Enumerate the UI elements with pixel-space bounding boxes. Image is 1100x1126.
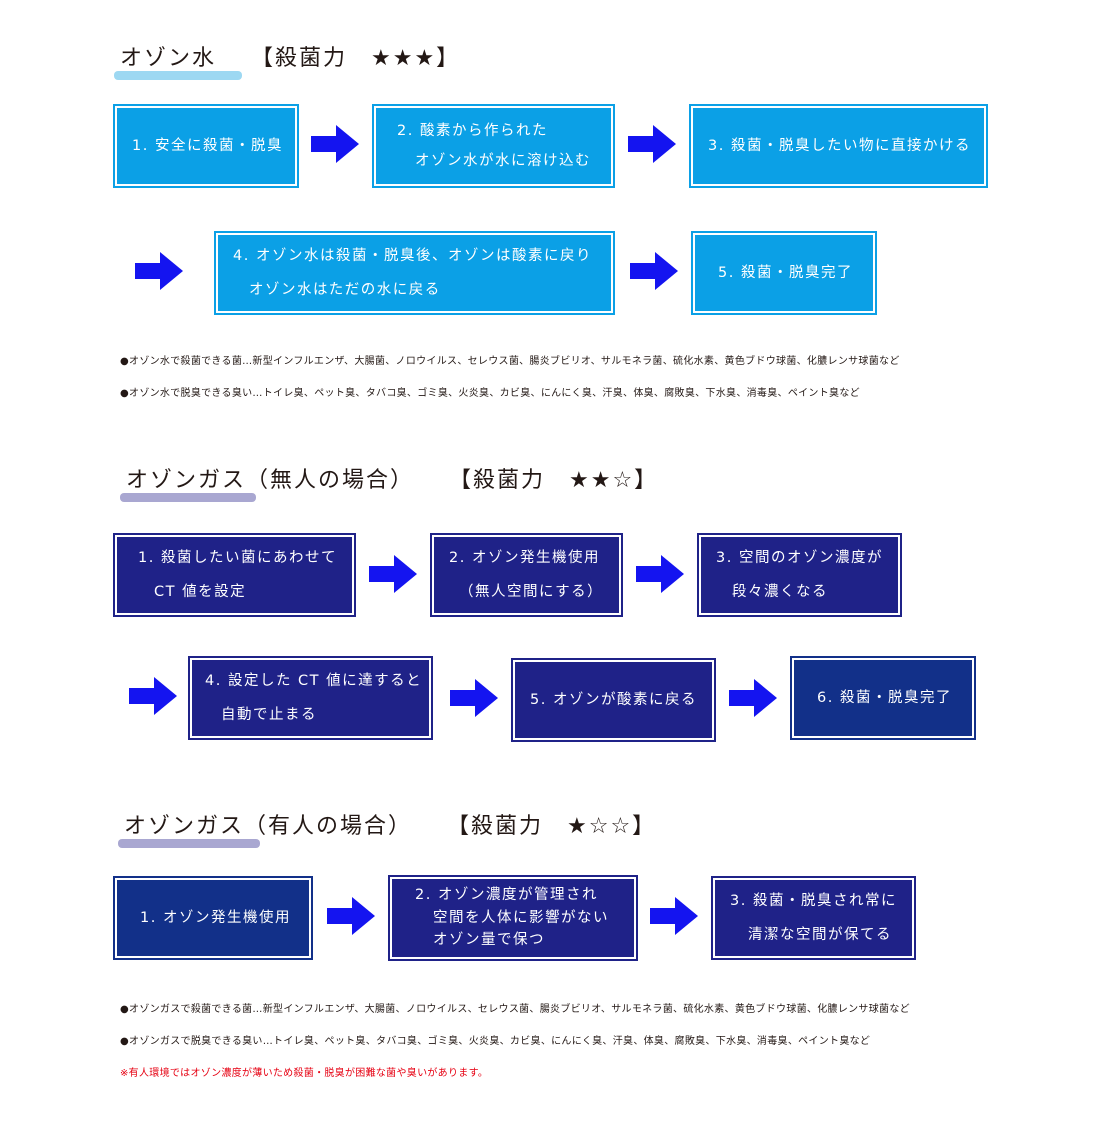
s1-step-3: 3. 殺菌・脱臭したい物に直接かける [689,104,988,188]
s1-step-2-line-2: オゾン水が水に溶け込む [415,153,591,169]
section-3-title: オゾンガス（有人の場合） [124,814,413,839]
s3-warning-note: ※有人環境ではオゾン濃度が薄いため殺菌・脱臭が困難な菌や臭いがあります。 [120,1068,489,1079]
s1-note-bacteria: ●オゾン水で殺菌できる菌…新型インフルエンザ、大腸菌、ノロウイルス、セレウス菌、… [120,356,900,367]
s2-step-2-line-1: 2. オゾン発生機使用 [449,549,600,566]
s3-arrow-2-icon [650,897,698,935]
section-2-underline [120,493,256,502]
s1-arrow-1-icon [311,125,359,163]
s3-step-3-line-2: 清潔な空間が保てる [748,927,892,943]
section-1-underline [114,71,242,80]
s3-step-2: 2. オゾン濃度が管理され 空間を人体に影響がない オゾン量で保つ [388,875,638,961]
s1-step-5-line-1: 5. 殺菌・脱臭完了 [718,264,853,281]
s1-step-4: 4. オゾン水は殺菌・脱臭後、オゾンは酸素に戻り オゾン水はただの水に戻る [214,231,615,315]
section-1-heading: オゾン水 【殺菌力 ★★★】 [114,46,461,80]
s1-step-2-line-1: 2. 酸素から作られた [397,122,548,139]
s2-step-4-line-1: 4. 設定した CT 値に達すると [205,672,423,689]
s2-step-3: 3. 空間のオゾン濃度が 段々濃くなる [697,533,902,617]
section-1-power-rating: 【殺菌力 ★★★】 [251,46,461,71]
s1-step-4-line-2: オゾン水はただの水に戻る [249,282,441,298]
s2-step-4-line-2: 自動で止まる [221,707,317,723]
s2-step-2-line-2: （無人空間にする） [459,584,604,600]
s3-step-1-line-1: 1. オゾン発生機使用 [140,909,291,926]
s2-arrow-5-icon [729,679,777,717]
s2-arrow-2-icon [636,555,684,593]
s3-step-2-line-2: 空間を人体に影響がない [433,909,609,926]
s1-note-odors: ●オゾン水で脱臭できる臭い…トイレ臭、ペット臭、タバコ臭、ゴミ臭、火炎臭、カビ臭… [120,388,860,399]
s3-note-odors: ●オゾンガスで脱臭できる臭い…トイレ臭、ペット臭、タバコ臭、ゴミ臭、火炎臭、カビ… [120,1036,871,1047]
section-1-title: オゾン水 [120,46,217,71]
s2-step-3-line-1: 3. 空間のオゾン濃度が [716,549,883,566]
s2-arrow-3-icon [129,677,177,715]
s2-arrow-4-icon [450,679,498,717]
s1-step-5: 5. 殺菌・脱臭完了 [691,231,877,315]
section-2-power-rating: 【殺菌力 ★★☆】 [449,468,659,493]
s2-step-1-line-1: 1. 殺菌したい菌にあわせて [138,549,337,566]
s1-step-4-line-1: 4. オゾン水は殺菌・脱臭後、オゾンは酸素に戻り [233,247,592,264]
s2-step-6-line-1: 6. 殺菌・脱臭完了 [817,689,952,706]
s2-step-5: 5. オゾンが酸素に戻る [511,658,716,742]
s1-arrow-4-icon [630,252,678,290]
s3-step-2-line-1: 2. オゾン濃度が管理され [415,887,598,904]
section-3-heading: オゾンガス（有人の場合） 【殺菌力 ★☆☆】 [118,814,657,848]
s2-step-3-line-2: 段々濃くなる [732,584,828,600]
section-3-underline [118,839,260,848]
s3-step-2-line-3: オゾン量で保つ [433,932,545,949]
s3-step-3: 3. 殺菌・脱臭され常に 清潔な空間が保てる [711,876,916,960]
s1-arrow-2-icon [628,125,676,163]
s2-step-4: 4. 設定した CT 値に達すると 自動で止まる [188,656,433,740]
s2-step-1-line-2: CT 値を設定 [154,584,247,600]
s1-arrow-3-icon [135,252,183,290]
section-2-heading: オゾンガス（無人の場合） 【殺菌力 ★★☆】 [120,468,659,502]
s3-step-3-line-1: 3. 殺菌・脱臭され常に [730,892,897,909]
s1-step-1-line-1: 1. 安全に殺菌・脱臭 [132,137,283,154]
s2-arrow-1-icon [369,555,417,593]
s1-step-2: 2. 酸素から作られた オゾン水が水に溶け込む [372,104,615,188]
s3-arrow-1-icon [327,897,375,935]
section-2-title: オゾンガス（無人の場合） [126,468,415,493]
s2-step-5-line-1: 5. オゾンが酸素に戻る [530,691,697,708]
s3-step-1: 1. オゾン発生機使用 [113,876,313,960]
section-3-power-rating: 【殺菌力 ★☆☆】 [447,814,657,839]
s2-step-2: 2. オゾン発生機使用 （無人空間にする） [430,533,623,617]
s1-step-1: 1. 安全に殺菌・脱臭 [113,104,299,188]
s2-step-6: 6. 殺菌・脱臭完了 [790,656,976,740]
s1-step-3-line-1: 3. 殺菌・脱臭したい物に直接かける [708,137,971,154]
s3-note-bacteria: ●オゾンガスで殺菌できる菌…新型インフルエンザ、大腸菌、ノロウイルス、セレウス菌… [120,1004,910,1015]
s2-step-1: 1. 殺菌したい菌にあわせて CT 値を設定 [113,533,356,617]
